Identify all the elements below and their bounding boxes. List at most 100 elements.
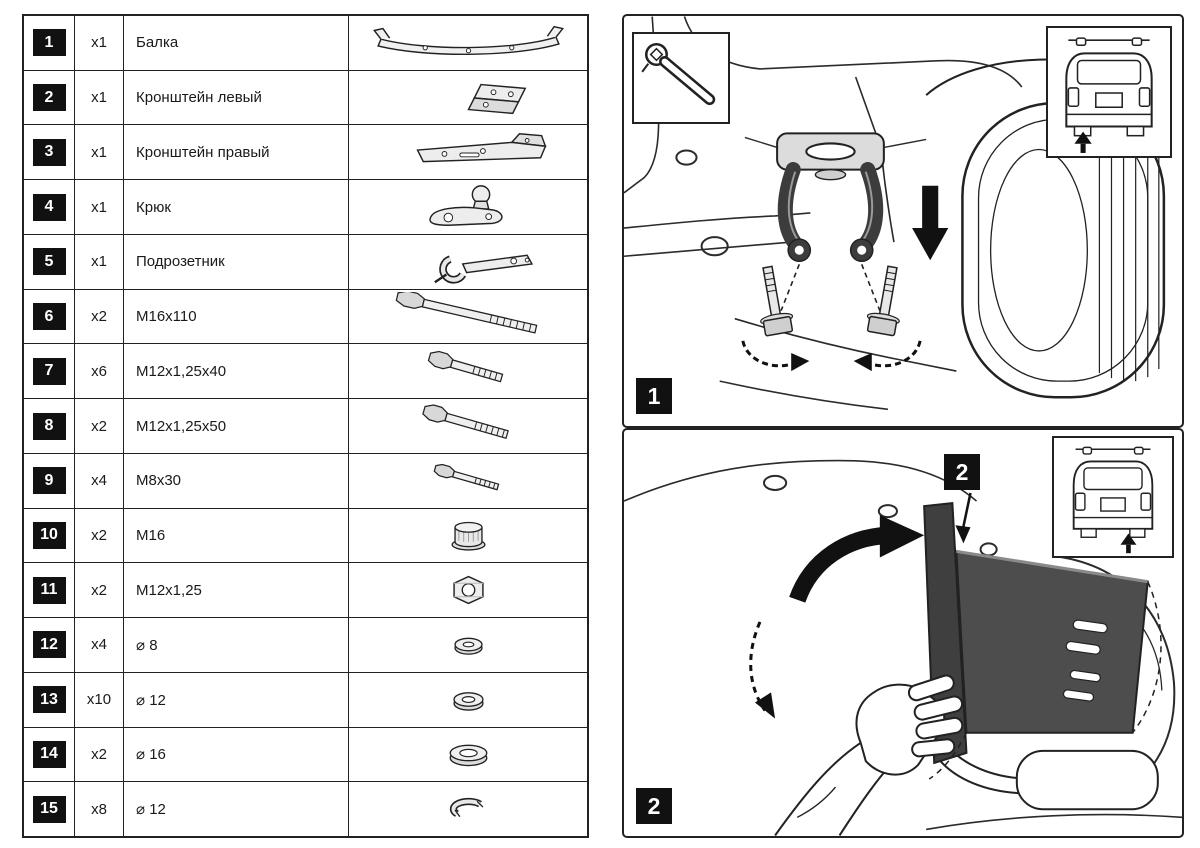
part-qty: x2	[75, 563, 124, 618]
part-number-badge: 14	[32, 740, 66, 768]
part-number-badge: 13	[32, 686, 66, 714]
part-name: M8x30	[124, 453, 349, 508]
beam-icon	[372, 25, 564, 55]
part-name: Подрозетник	[124, 234, 349, 289]
table-row: 11 x2 M12x1,25	[24, 563, 587, 619]
part-2-callout: 2	[944, 454, 980, 490]
table-row: 9 x4 M8x30	[24, 453, 587, 509]
tool-inset	[632, 32, 730, 124]
part-qty: x8	[75, 782, 124, 837]
part-illustration	[349, 235, 587, 289]
table-row: 2 x1 Кронштейн левый	[24, 70, 587, 126]
part-qty: x4	[75, 453, 124, 508]
table-row: 4 x1 Крюк	[24, 180, 587, 235]
part-number-badge: 2	[32, 84, 66, 112]
table-row: 10 x2 M16	[24, 508, 587, 564]
part-qty: x1	[75, 125, 124, 180]
underbody-lines	[624, 16, 1023, 411]
part-illustration	[349, 344, 587, 398]
hand	[774, 674, 964, 836]
location-arrow-icon	[1074, 131, 1092, 153]
part-number-badge: 5	[32, 248, 66, 276]
part-illustration	[349, 290, 587, 344]
alignment-dashes	[780, 264, 881, 311]
socket-bracket-icon	[433, 254, 533, 284]
part-illustration	[349, 728, 587, 782]
car-rear-inset	[1052, 436, 1174, 558]
bolt-medium-icon	[421, 404, 509, 440]
part-illustration	[349, 399, 587, 453]
part-name: M12x1,25	[124, 563, 349, 618]
part-name: M12x1,25x40	[124, 344, 349, 399]
part-name: ⌀ 8	[124, 618, 349, 672]
part-name: M16x110	[124, 289, 349, 344]
part-qty: x2	[75, 727, 124, 782]
torque-arrows	[741, 340, 922, 368]
part-qty: x1	[75, 180, 124, 234]
table-row: 13 x10 ⌀ 12	[24, 672, 587, 728]
table-row: 8 x2 M12x1,25x50	[24, 399, 587, 454]
part-number-badge: 3	[32, 138, 66, 166]
torque-arrowhead-left	[791, 352, 810, 372]
swing-direction-arrow	[749, 621, 776, 719]
part-qty: x2	[75, 289, 124, 344]
part-illustration	[349, 125, 587, 179]
step-2-illustration	[624, 459, 1182, 836]
tow-shackle	[744, 132, 927, 263]
car-rear-view-icon	[1065, 37, 1153, 153]
table-row: 6 x2 M16x110	[24, 289, 587, 345]
lock-nut-icon	[450, 522, 486, 552]
part-name: M16	[124, 508, 349, 563]
table-row: 5 x1 Подрозетник	[24, 234, 587, 290]
bolt-left	[760, 265, 794, 337]
part-number-badge: 10	[32, 521, 66, 549]
push-direction-arrow	[789, 515, 925, 603]
bolt-short-icon	[427, 351, 503, 383]
part-number-badge: 8	[32, 412, 66, 440]
part-name: M12x1,25x50	[124, 399, 349, 453]
bracket-left-icon	[466, 83, 526, 114]
part-illustration	[349, 454, 587, 508]
part-number-badge: 7	[32, 357, 66, 385]
part-illustration	[349, 563, 587, 617]
insert-direction-arrow	[912, 185, 949, 261]
part-number-badge: 9	[32, 467, 66, 495]
part-name: ⌀ 12	[124, 672, 349, 727]
part-illustration	[349, 782, 587, 836]
part-illustration	[349, 180, 587, 234]
part-illustration	[349, 509, 587, 563]
part-name: Кронштейн левый	[124, 70, 349, 125]
bolt-small-icon	[433, 463, 499, 491]
table-row: 12 x4 ⌀ 8	[24, 618, 587, 673]
part-name: ⌀ 16	[124, 727, 349, 782]
part-illustration	[349, 71, 587, 125]
part-name: Балка	[124, 16, 349, 70]
car-rear-view-icon	[1072, 446, 1154, 554]
washer-icon	[453, 637, 483, 655]
bracket-right-icon	[415, 133, 546, 163]
part-number-badge: 12	[32, 631, 66, 659]
part-number-badge: 15	[32, 795, 66, 823]
table-row: 7 x6 M12x1,25x40	[24, 344, 587, 400]
muffler	[939, 744, 1159, 811]
part-qty: x10	[75, 672, 124, 727]
washer-icon	[452, 691, 484, 711]
step-1-panel: 1	[622, 14, 1184, 428]
part-number-badge: 4	[32, 193, 66, 221]
hex-nut-icon	[452, 575, 484, 605]
bolt-long-icon	[395, 291, 537, 334]
bolt-right	[866, 265, 900, 337]
part-illustration	[349, 618, 587, 672]
table-row: 15 x8 ⌀ 12	[24, 782, 587, 837]
table-row: 14 x2 ⌀ 16	[24, 727, 587, 783]
table-row: 3 x1 Кронштейн правый	[24, 125, 587, 181]
part-qty: x4	[75, 618, 124, 672]
ratchet-wrench-icon	[641, 43, 716, 106]
part-name: Кронштейн правый	[124, 125, 349, 180]
spring-washer-icon	[449, 798, 483, 818]
part-qty: x6	[75, 344, 124, 399]
location-arrow-icon	[1120, 533, 1137, 554]
part-qty: x2	[75, 399, 124, 453]
part-qty: x1	[75, 16, 124, 70]
